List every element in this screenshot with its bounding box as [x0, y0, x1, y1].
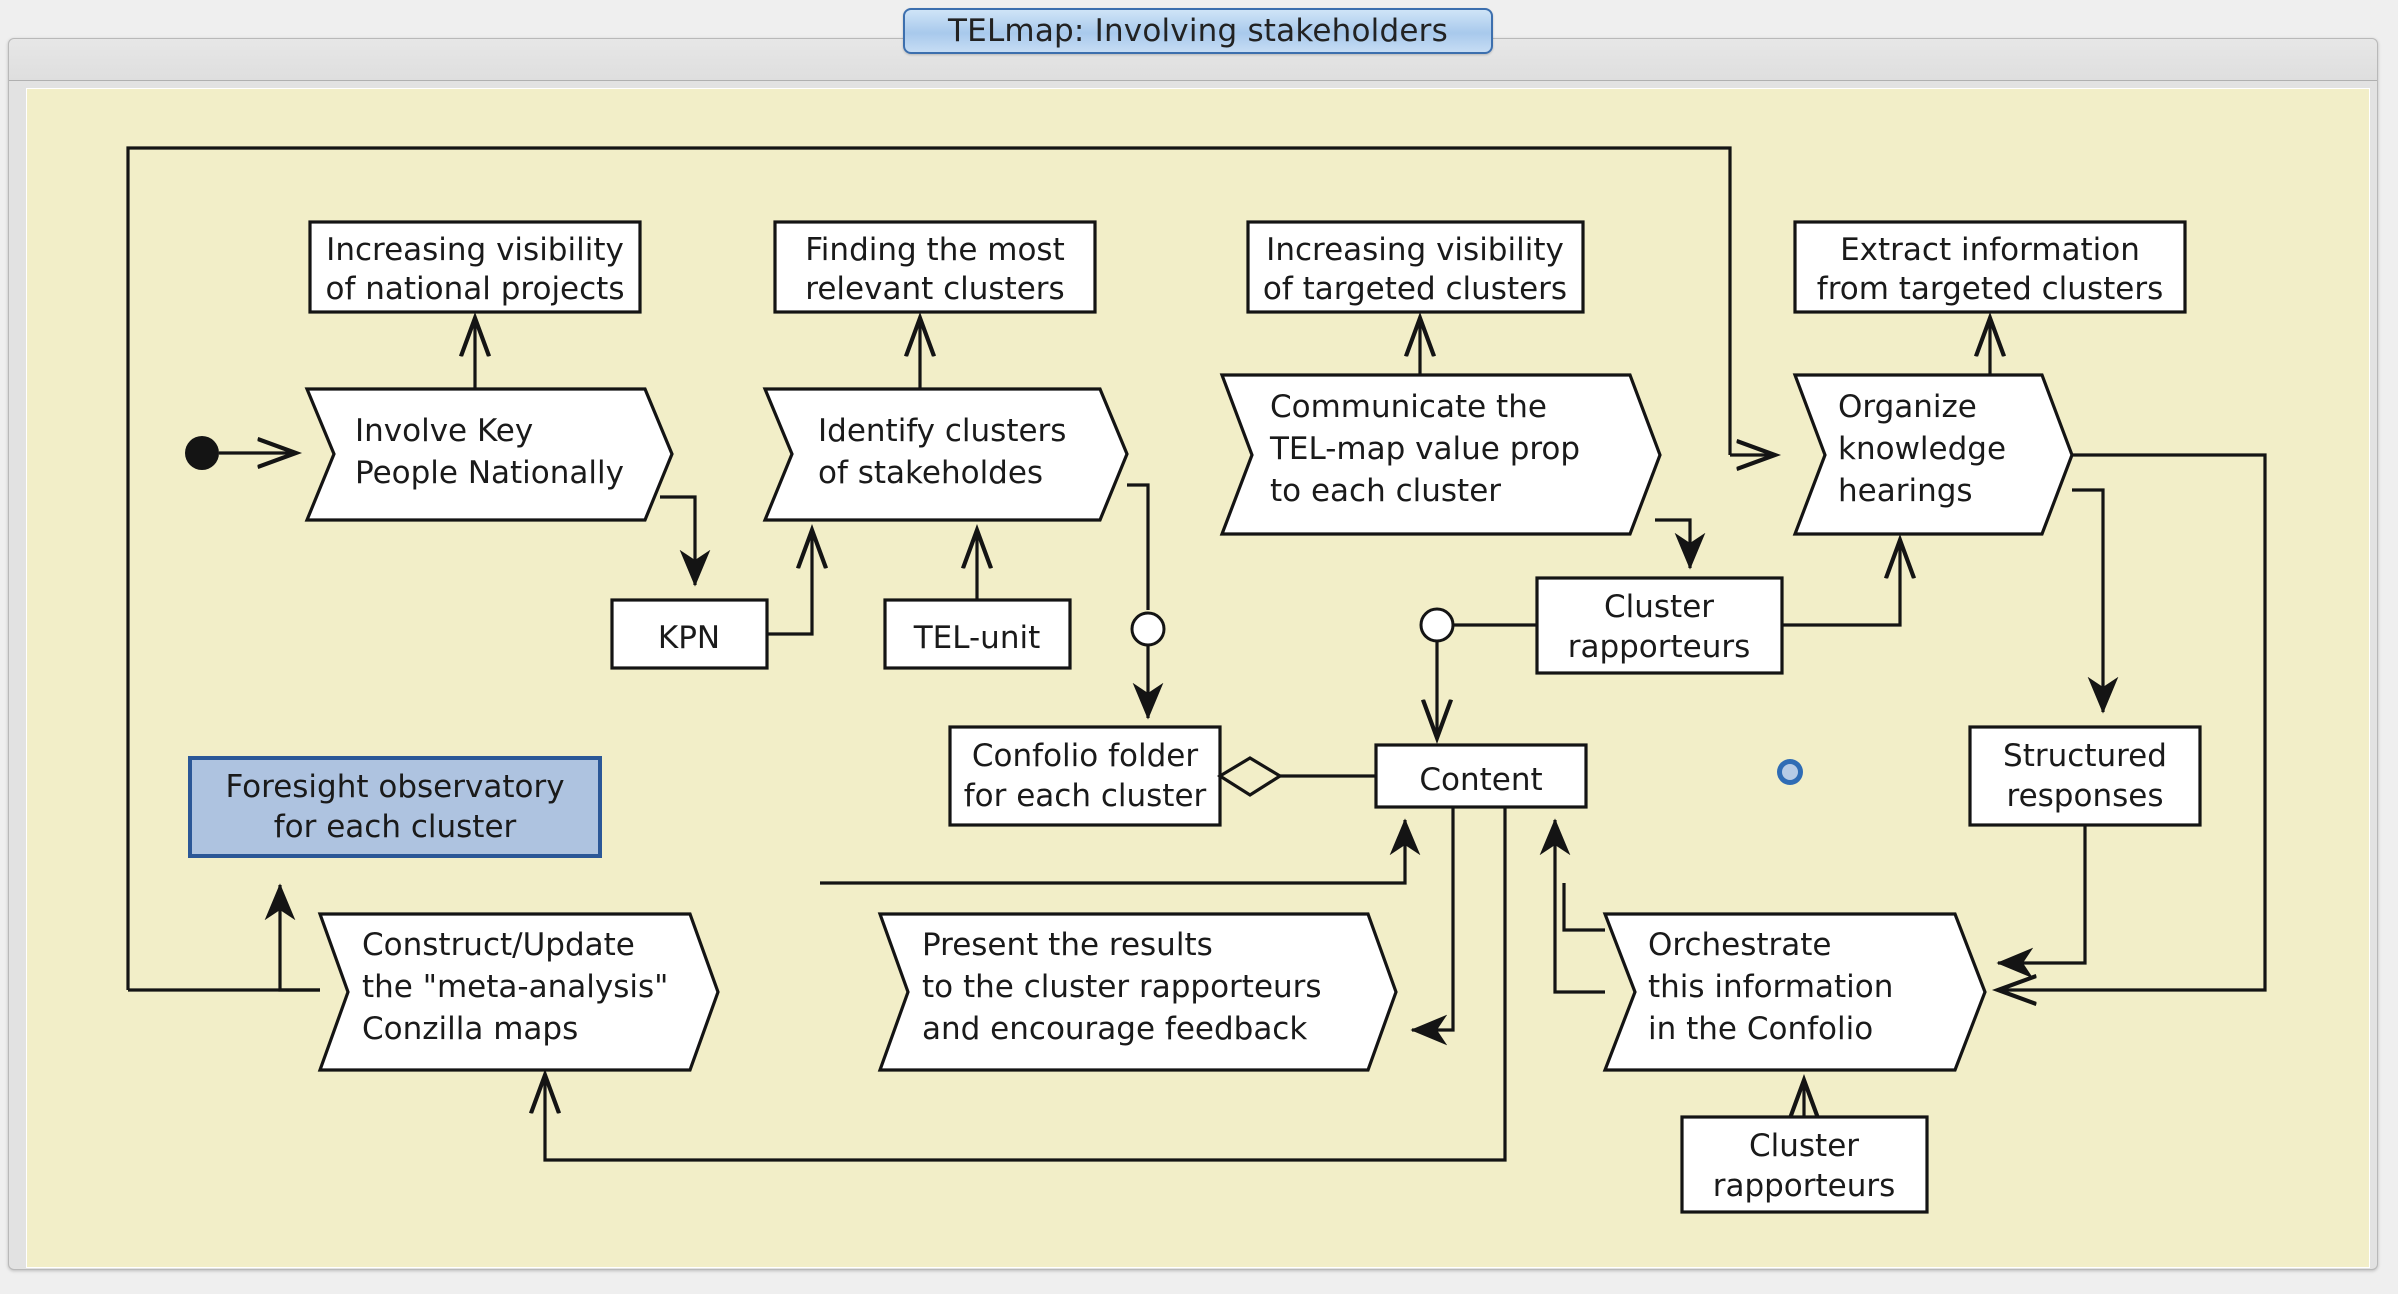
diagram-title-tab[interactable]: TELmap: Involving stakeholders: [903, 8, 1493, 54]
window-header-separator: [9, 80, 2377, 81]
page-title: TELmap: Involving stakeholders: [948, 13, 1448, 49]
diagram-canvas[interactable]: [26, 88, 2370, 1268]
